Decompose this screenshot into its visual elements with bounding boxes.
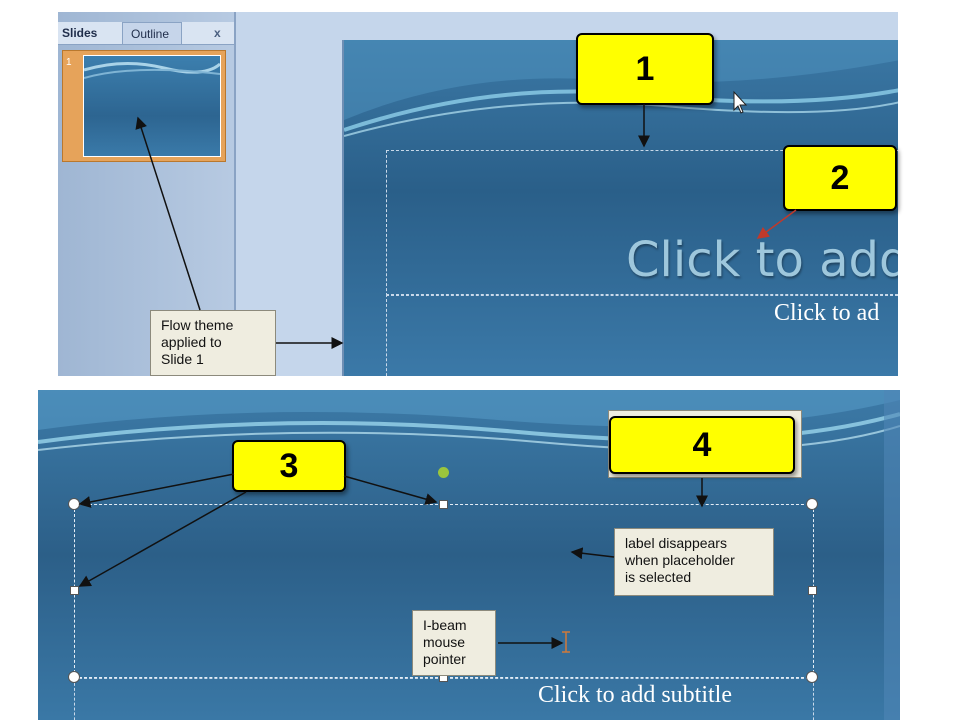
tab-outline[interactable]: Outline — [122, 22, 182, 44]
sizing-handle-middle-right[interactable] — [808, 586, 817, 595]
label-disappears-note: label disappears when placeholder is sel… — [614, 528, 774, 596]
ibeam-pointer-note: I-beam mouse pointer — [412, 610, 496, 676]
pane-tab-bar: Slides Outline x — [58, 22, 234, 45]
bottom-subtitle-placeholder-text: Click to add subtitle — [538, 682, 732, 708]
sizing-handle-bottom-right[interactable] — [806, 671, 818, 683]
subtitle-placeholder[interactable] — [386, 294, 898, 376]
slide-thumbnail-number: 1 — [66, 57, 72, 68]
tab-slides[interactable]: Slides — [62, 26, 98, 40]
sizing-handle-top-right[interactable] — [806, 498, 818, 510]
sizing-handle-middle-left[interactable] — [70, 586, 79, 595]
slides-pane: Slides Outline x 1 — [58, 12, 236, 376]
top-screenshot-panel: Slides Outline x 1 Click to add Click to… — [58, 12, 898, 376]
flow-theme-note: Flow theme applied to Slide 1 — [150, 310, 276, 376]
subtitle-placeholder-text: Click to ad — [774, 300, 880, 326]
i-beam-cursor-icon — [562, 631, 570, 653]
mouse-arrow-icon — [733, 90, 748, 114]
sizing-handle-top-center[interactable] — [439, 500, 448, 509]
slide-thumbnail-item[interactable]: 1 — [62, 50, 226, 162]
callout-number-4: 4 — [609, 416, 795, 474]
thumbnail-wave-graphic — [83, 62, 221, 79]
sizing-handle-bottom-left[interactable] — [68, 671, 80, 683]
callout-number-2: 2 — [783, 145, 897, 211]
rotate-handle-icon[interactable] — [438, 467, 449, 478]
callout-number-1: 1 — [576, 33, 714, 105]
slide-thumbnail[interactable] — [83, 55, 221, 157]
pane-close-icon[interactable]: x — [214, 26, 221, 40]
title-placeholder-text: Click to add — [626, 232, 898, 288]
callout-number-3: 3 — [232, 440, 346, 492]
title-placeholder[interactable] — [386, 150, 898, 296]
